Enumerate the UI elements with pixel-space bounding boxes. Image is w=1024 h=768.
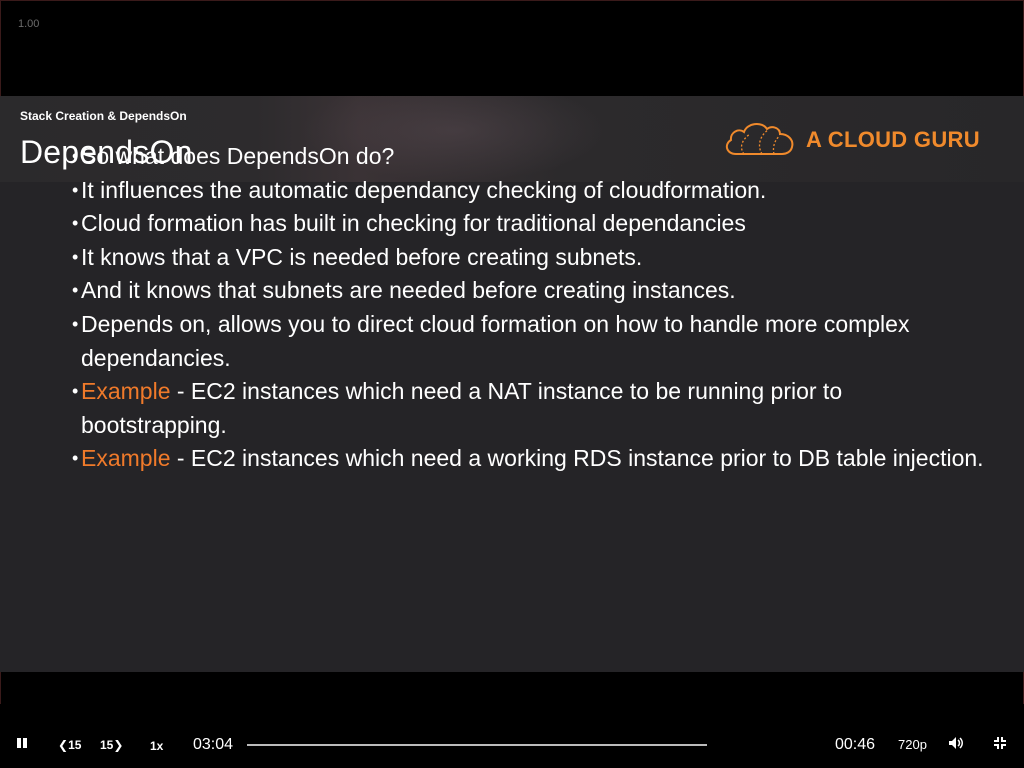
- bullet-item: Example - EC2 instances which need a NAT…: [72, 375, 992, 442]
- bullet-text: It influences the automatic dependancy c…: [81, 176, 767, 203]
- playback-speed-button[interactable]: 1x: [150, 739, 164, 753]
- pause-icon: [17, 738, 21, 748]
- bullet-item: Depends on, allows you to direct cloud f…: [72, 308, 992, 375]
- slide-subtitle: Stack Creation & DependsOn: [20, 109, 187, 123]
- rewind-15-icon: ❮: [58, 738, 69, 752]
- zoom-label: 1.00: [18, 18, 40, 30]
- bullet-text: And it knows that subnets are needed bef…: [81, 277, 736, 304]
- bullet-item: And it knows that subnets are needed bef…: [72, 274, 992, 308]
- bullet-highlight: Example: [81, 445, 171, 472]
- video-slide[interactable]: Stack Creation & DependsOn DependsOn A C…: [0, 96, 1024, 672]
- bullet-item: It influences the automatic dependancy c…: [72, 174, 992, 208]
- elapsed-time: 03:04: [193, 736, 234, 753]
- bullet-text: - EC2 instances which need a NAT instanc…: [81, 378, 843, 438]
- bullet-highlight: Example: [81, 378, 171, 405]
- bullet-item: It knows that a VPC is needed before cre…: [72, 241, 992, 275]
- forward-15-button[interactable]: 15❯: [100, 738, 123, 752]
- bullet-text: - EC2 instances which need a working RDS…: [170, 445, 984, 472]
- player-controls: ❮15 15❯ 1x 03:04 00:46 720p: [0, 704, 1024, 768]
- bullet-item: Cloud formation has built in checking fo…: [72, 207, 992, 241]
- bullet-item: Example - EC2 instances which need a wor…: [72, 442, 992, 476]
- bullet-list: So what does DependsOn do? It influences…: [72, 140, 992, 476]
- forward-15-label: 15: [100, 738, 114, 752]
- rewind-15-label: 15: [68, 738, 82, 752]
- remaining-time: 00:46: [835, 736, 876, 753]
- exit-fullscreen-icon: [994, 737, 1006, 749]
- volume-button[interactable]: [948, 736, 964, 753]
- bullet-text: Depends on, allows you to direct cloud f…: [81, 310, 910, 371]
- volume-icon: [949, 737, 963, 749]
- bullet-item: So what does DependsOn do?: [72, 140, 992, 174]
- pause-icon: [23, 738, 27, 748]
- bullet-text: So what does DependsOn do?: [81, 143, 395, 169]
- bullet-text: It knows that a VPC is needed before cre…: [81, 243, 643, 270]
- forward-15-icon: ❯: [113, 738, 124, 752]
- bullet-text: Cloud formation has built in checking fo…: [81, 210, 746, 237]
- pause-button[interactable]: [16, 738, 30, 750]
- exit-fullscreen-button[interactable]: [993, 736, 1007, 753]
- rewind-15-button[interactable]: ❮15: [58, 738, 81, 752]
- progress-bar[interactable]: [247, 744, 707, 746]
- quality-button[interactable]: 720p: [898, 737, 927, 752]
